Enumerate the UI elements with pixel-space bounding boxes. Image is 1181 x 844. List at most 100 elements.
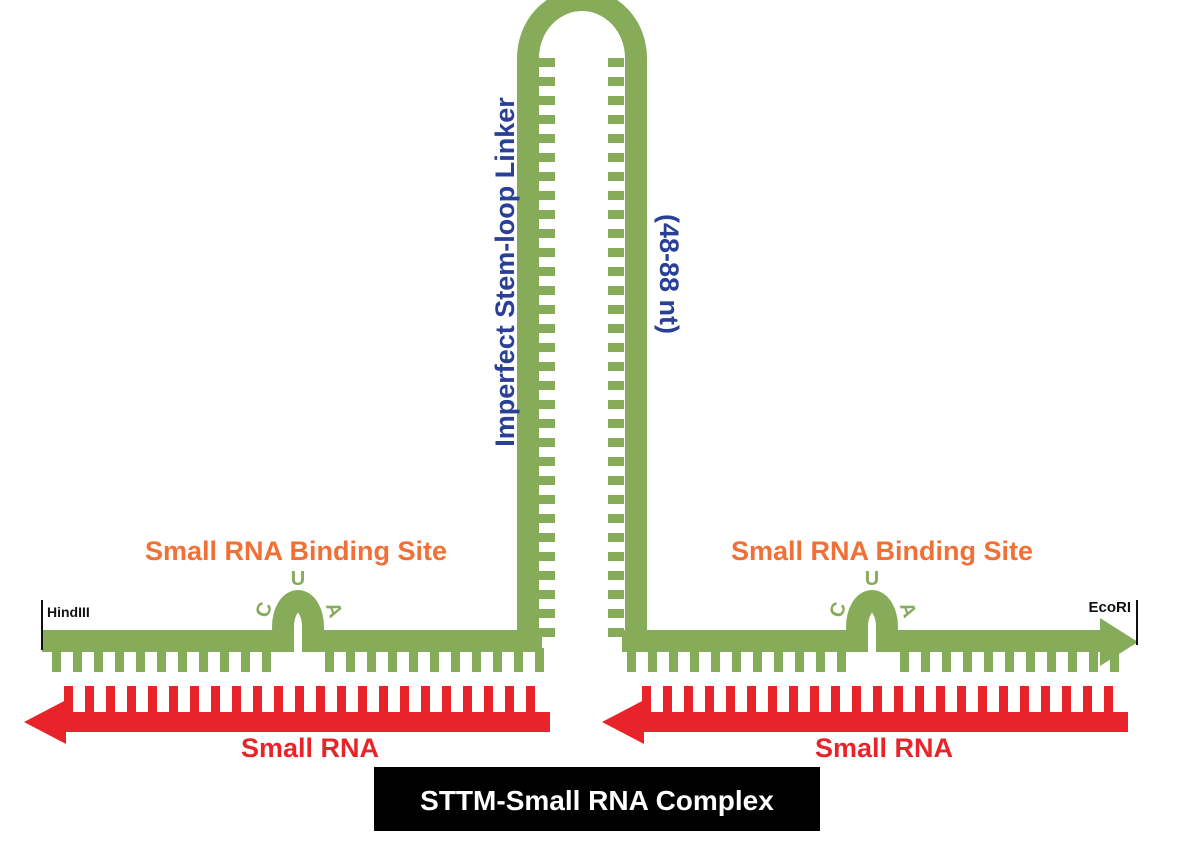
stem-base-pair-left: [539, 514, 555, 523]
stem-base-pair-right: [608, 229, 624, 238]
strand-base-pair: [493, 648, 502, 672]
bulge-right: C U A: [826, 568, 921, 621]
small-rna-base-pair: [789, 686, 798, 714]
stem-base-pair-right: [608, 286, 624, 295]
stem-base-pair-right: [608, 305, 624, 314]
binding-site-right-label: Small RNA Binding Site: [731, 536, 1033, 566]
strand-base-pair: [73, 648, 82, 672]
stem-base-pair-left: [539, 153, 555, 162]
small-rna-base-pair: [148, 686, 157, 714]
stem-base-pair-right: [608, 457, 624, 466]
stem-base-pair-right: [608, 58, 624, 67]
strand-base-pair: [262, 648, 271, 672]
small-rna-base-pair: [642, 686, 651, 714]
stem-base-pair-left: [539, 400, 555, 409]
stem-base-pair-left: [539, 324, 555, 333]
stem-base-pair-left: [539, 210, 555, 219]
stem-base-pair-right: [608, 77, 624, 86]
complex-label-box: [374, 767, 820, 831]
stem-base-pair-left: [539, 552, 555, 561]
small-rna-base-pair: [505, 686, 514, 714]
stem-loop-backbone: [517, 0, 647, 640]
stem-base-pair-right: [608, 210, 624, 219]
small-rna-base-pair: [831, 686, 840, 714]
small-rna-base-pair: [379, 686, 388, 714]
small-rna-right-backbone: [640, 712, 1128, 732]
stem-base-pair-left: [539, 115, 555, 124]
strand-base-pair: [430, 648, 439, 672]
small-rna-base-pair: [64, 686, 73, 714]
stem-base-pair-right: [608, 172, 624, 181]
small-rna-base-pair: [1062, 686, 1071, 714]
stem-base-pair-right: [608, 191, 624, 200]
small-rna-base-pair: [1041, 686, 1050, 714]
stem-base-pair-left: [539, 609, 555, 618]
strand-base-pair: [514, 648, 523, 672]
small-rna-base-pair: [190, 686, 199, 714]
stem-base-pair-left: [539, 590, 555, 599]
small-rna-base-pair: [978, 686, 987, 714]
small-rna-base-pair: [127, 686, 136, 714]
stem-base-pair-right: [608, 381, 624, 390]
strand-base-pair: [220, 648, 229, 672]
stem-base-pair-left: [539, 533, 555, 542]
bulge-right-nt-1: C: [826, 599, 852, 620]
stem-base-pair-right: [608, 495, 624, 504]
stem-base-pair-right: [608, 552, 624, 561]
strand-base-pair: [837, 648, 846, 672]
stem-base-pair-left: [539, 305, 555, 314]
small-rna-base-pair: [484, 686, 493, 714]
stem-loop-linker: [517, 0, 647, 640]
stem-base-pair-right: [608, 419, 624, 428]
small-rna-base-pair: [85, 686, 94, 714]
ecori-label: EcoRI: [1088, 599, 1131, 616]
stem-base-pair-right: [608, 96, 624, 105]
small-rna-right-label: Small RNA: [815, 733, 953, 763]
stem-base-pair-left: [539, 134, 555, 143]
small-rna-base-pair: [442, 686, 451, 714]
hindiii-label: HindIII: [47, 604, 90, 620]
small-rna-base-pair: [169, 686, 178, 714]
stem-base-pair-left: [539, 628, 555, 637]
stem-base-pair-right: [608, 438, 624, 447]
stem-base-pair-right: [608, 343, 624, 352]
strand-base-pair: [94, 648, 103, 672]
strand-base-pair: [900, 648, 909, 672]
small-rna-base-pair: [747, 686, 756, 714]
small-rna-base-pair: [873, 686, 882, 714]
strand-base-pair: [1005, 648, 1014, 672]
bulge-left-nt-2: U: [291, 568, 305, 590]
stem-base-pair-right: [608, 248, 624, 257]
small-rna-base-pair: [337, 686, 346, 714]
stem-base-pair-left: [539, 191, 555, 200]
small-rna-base-pair: [684, 686, 693, 714]
strand-base-pair: [199, 648, 208, 672]
small-rna-base-pair: [663, 686, 672, 714]
strand-base-pair: [984, 648, 993, 672]
small-rna-base-pair: [421, 686, 430, 714]
bulge-left-nt-1: C: [252, 599, 278, 620]
small-rna-base-pair: [400, 686, 409, 714]
strand-base-pair: [535, 648, 544, 672]
strand-base-pair: [325, 648, 334, 672]
complex-label: STTM-Small RNA Complex: [420, 785, 774, 816]
stem-base-pair-right: [608, 533, 624, 542]
small-rna-base-pair: [358, 686, 367, 714]
strand-arrowhead-icon: [1100, 618, 1138, 666]
strand-base-pair: [1026, 648, 1035, 672]
stem-base-pair-left: [539, 571, 555, 580]
stem-base-pair-left: [539, 419, 555, 428]
strand-base-pair: [367, 648, 376, 672]
strand-base-pair: [1068, 648, 1077, 672]
strand-base-pair: [451, 648, 460, 672]
stem-base-pair-right: [608, 476, 624, 485]
stem-base-pairs: [539, 58, 624, 637]
small-rna-base-pair: [726, 686, 735, 714]
stem-base-pair-right: [608, 514, 624, 523]
small-rna-base-pair: [810, 686, 819, 714]
stem-base-pair-right: [608, 324, 624, 333]
small-rna-left-backbone: [62, 712, 550, 732]
strand-base-pair: [711, 648, 720, 672]
stem-base-pair-left: [539, 286, 555, 295]
stem-base-pair-right: [608, 571, 624, 580]
